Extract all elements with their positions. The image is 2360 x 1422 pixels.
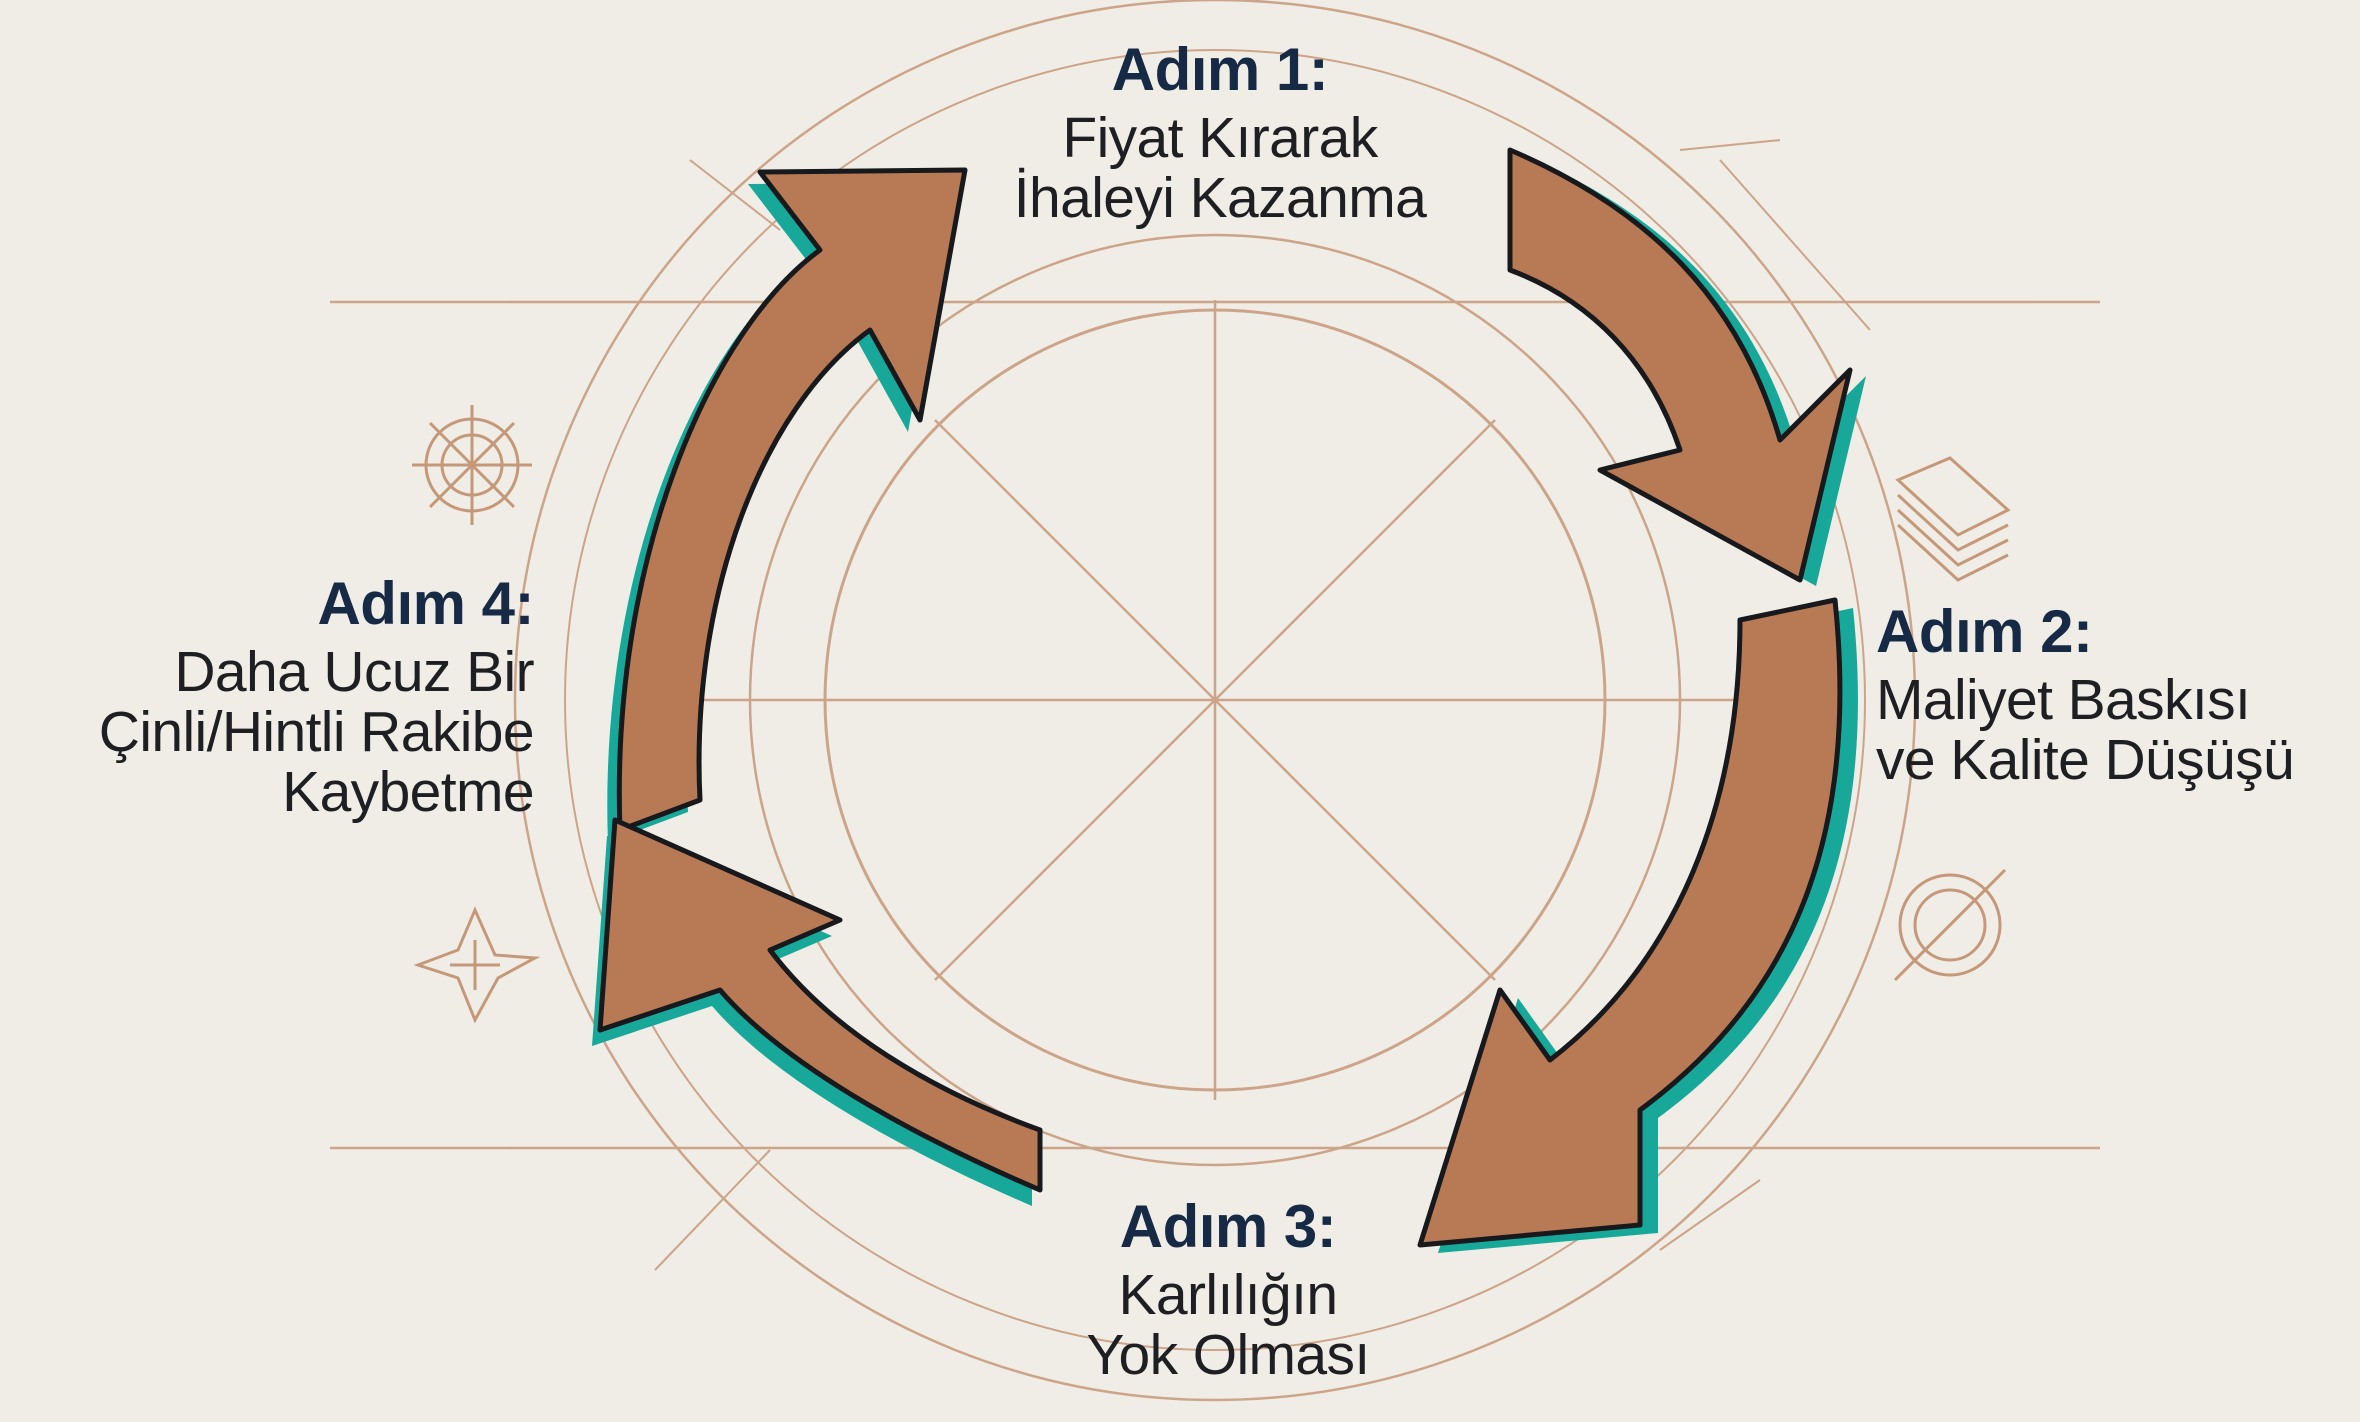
step-1-label: Adım 1: Fiyat Kırarak İhaleyi Kazanma (910, 36, 1530, 230)
step-3-title: Adım 3: (1119, 1193, 1337, 1260)
step-1-text-line-1: Fiyat Kırarak (1062, 105, 1378, 170)
step-2-text-line-2: ve Kalite Düşüşü (1876, 728, 2295, 792)
outer-circle (513, 0, 1917, 1402)
arrow-shadow (607, 182, 953, 842)
diagonal-axis-2 (934, 419, 1496, 981)
step-3-text-line-2: Yok Olması (1086, 1323, 1370, 1387)
step-4-text-line-1: Daha Ucuz Bir (174, 639, 534, 704)
arrow-step-4-to-1 (607, 167, 968, 842)
compass-star-icon (413, 906, 541, 1024)
crossed-circle-icon (1893, 868, 2007, 982)
compass-icon (412, 405, 532, 525)
step-1-title: Adım 1: (1111, 36, 1329, 103)
step-4-text-line-2: Çinli/Hintli Rakibe (98, 700, 535, 764)
step-2-label: Adım 2: Maliyet Baskısı ve Kalite Düşüşü (1876, 598, 2356, 792)
step-2-text-line-1: Maliyet Baskısı (1876, 667, 2251, 732)
arrow-body (1417, 597, 1843, 1248)
arrow-step-3-to-4 (592, 817, 1043, 1206)
arrow-step-1-to-2 (1507, 147, 1866, 586)
step-2-title: Adım 2: (1876, 598, 2093, 665)
arrow-body (597, 817, 1043, 1193)
step-3-label: Adım 3: Karlılığın Yok Olması (948, 1193, 1508, 1387)
step-4-text-line-3: Kaybetme (282, 760, 534, 825)
arrow-body (616, 167, 968, 833)
arrow-step-2-to-3 (1417, 597, 1858, 1253)
outer-circle-2 (564, 49, 1866, 1351)
blueprint-sketch (330, 0, 2100, 1402)
sketch-stroke (1679, 139, 1781, 151)
sketch-stroke (1659, 1179, 1761, 1251)
sketch-stroke (654, 1149, 771, 1271)
step-4-title: Adım 4: (317, 570, 534, 637)
stacked-papers-icon (1895, 456, 2011, 582)
arrow-body (1507, 147, 1853, 583)
step-3-text-line-1: Karlılığın (1118, 1262, 1339, 1327)
step-4-label: Adım 4: Daha Ucuz Bir Çinli/Hintli Rakib… (6, 570, 535, 825)
sketch-stroke (689, 159, 781, 231)
sketch-stroke (1719, 159, 1871, 331)
step-1-text-line-2: İhaleyi Kazanma (1013, 166, 1427, 230)
